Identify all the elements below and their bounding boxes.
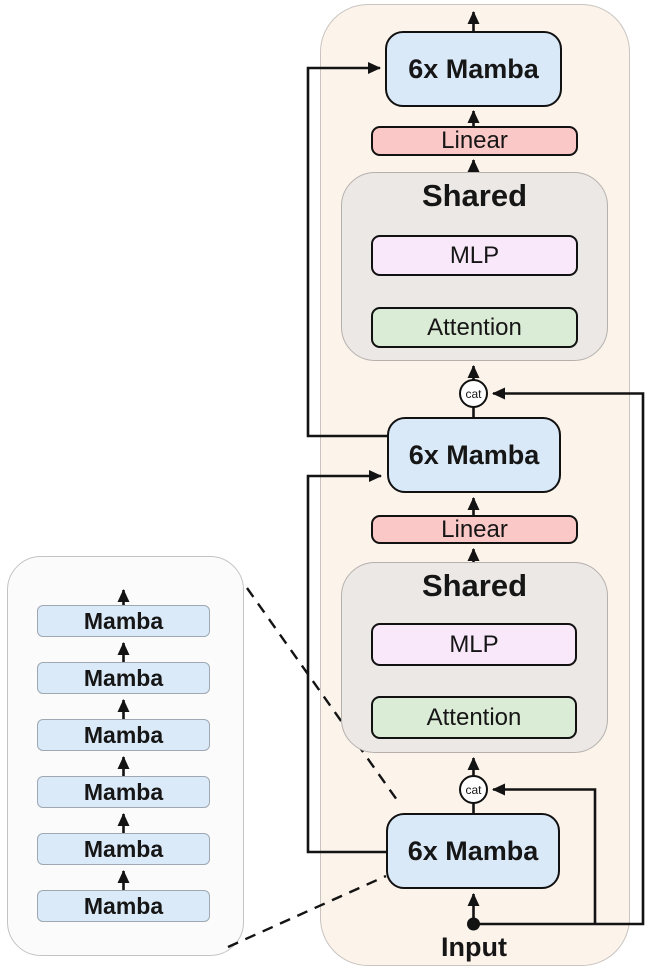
zoom-mamba-layer-3: Mamba [37, 776, 210, 808]
route-input-to-cat-bottom [492, 783, 597, 924]
concat-node-top: cat [459, 379, 488, 408]
shared-box-bottom-title: Shared [421, 568, 528, 603]
zoom-mamba-layer-5: Mamba [37, 662, 210, 694]
linear-block-top: Linear [371, 126, 578, 156]
shared-box-bottom: Shared MLP Attention [341, 562, 608, 753]
shared-box-top-title: Shared [421, 178, 528, 213]
zoom-mamba-layer-2: Mamba [37, 833, 210, 865]
attention-block-bottom: Attention [371, 696, 577, 739]
callout-dashed-line-top [246, 587, 398, 801]
input-label: Input [441, 932, 507, 962]
zoom-mamba-layer-4: Mamba [37, 719, 210, 751]
zoom-mamba-layer-6: Mamba [37, 605, 210, 637]
mamba-block-middle: 6x Mamba [387, 417, 561, 493]
route-mamba-mid-to-mamba-top [306, 62, 388, 438]
callout-dashed-line-bottom [227, 874, 387, 949]
mamba-block-input: 6x Mamba [386, 813, 560, 889]
route-mamba-bottom-to-mamba-mid [306, 470, 386, 854]
concat-node-bottom: cat [459, 775, 488, 804]
shared-box-top: Shared MLP Attention [341, 172, 608, 361]
mlp-block-bottom: MLP [371, 623, 577, 666]
mlp-block-top: MLP [371, 235, 578, 276]
route-input-to-cat-top [473, 387, 645, 926]
zoom-mamba-layer-1: Mamba [37, 890, 210, 922]
mamba-block-top: 6x Mamba [385, 31, 562, 107]
input-branch-dot [467, 917, 480, 931]
linear-block-bottom: Linear [371, 515, 578, 544]
attention-block-top: Attention [371, 307, 578, 348]
